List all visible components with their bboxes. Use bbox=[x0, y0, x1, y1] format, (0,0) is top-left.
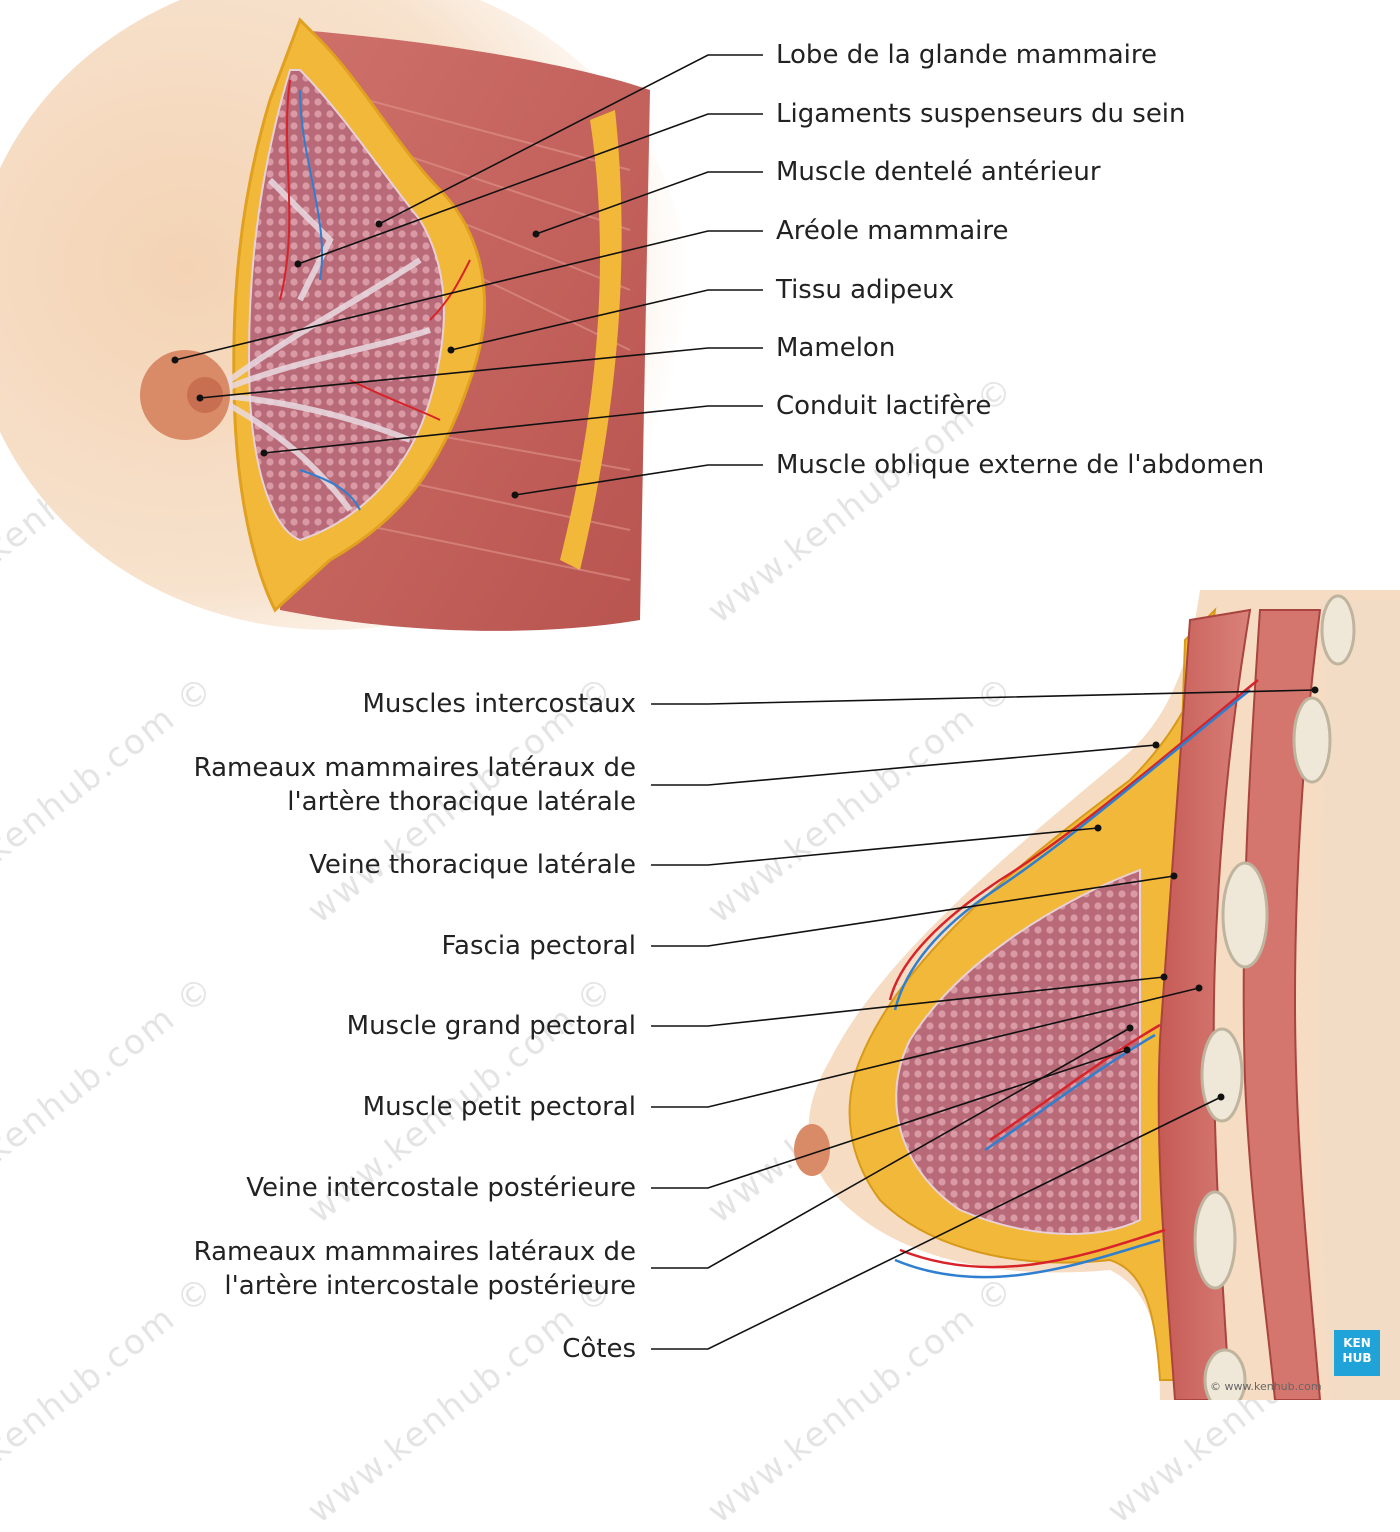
sagittal-breast-view bbox=[794, 590, 1400, 1400]
veins-top bbox=[299, 89, 361, 511]
label-lateral-thoracic-vein: Veine thoracique latérale bbox=[309, 850, 636, 880]
leader-dots bbox=[171, 220, 1319, 1101]
leader-lines bbox=[174, 54, 1316, 1350]
vessels-sagittal bbox=[888, 679, 1259, 1279]
label-external-oblique: Muscle oblique externe de l'abdomen bbox=[776, 450, 1265, 480]
label-suspensory-ligaments: Ligaments suspenseurs du sein bbox=[776, 99, 1186, 129]
arteries-top bbox=[279, 79, 471, 421]
chest-wall bbox=[1317, 600, 1400, 1400]
label-areola: Aréole mammaire bbox=[776, 216, 1009, 246]
ribs bbox=[1193, 594, 1356, 1400]
label-adipose-tissue: Tissu adipeux bbox=[776, 275, 955, 305]
label-serratus-anterior: Muscle dentelé antérieur bbox=[776, 157, 1101, 187]
nipple-sagittal bbox=[794, 1124, 830, 1176]
logo-url: © www.kenhub.com bbox=[1210, 1380, 1322, 1393]
logo-line: KEN bbox=[1343, 1336, 1371, 1350]
label-pectoral-fascia: Fascia pectoral bbox=[441, 931, 636, 961]
label-posterior-intercostal-vein: Veine intercostale postérieure bbox=[246, 1173, 636, 1203]
label-line: Rameaux mammaires latéraux de bbox=[193, 1237, 636, 1267]
pectoralis-major-sagittal bbox=[1157, 608, 1252, 1400]
logo-line: HUB bbox=[1342, 1351, 1372, 1365]
suspensory-ligaments bbox=[208, 177, 431, 512]
label-gland-lobe: Lobe de la glande mammaire bbox=[776, 40, 1157, 70]
label-line: l'artère thoracique latérale bbox=[287, 787, 636, 817]
areola bbox=[140, 350, 230, 440]
label-ribs: Côtes bbox=[562, 1334, 636, 1364]
anatomy-illustration bbox=[0, 0, 1400, 1400]
label-intercostal-muscles: Muscles intercostaux bbox=[362, 689, 636, 719]
label-pectoralis-minor: Muscle petit pectoral bbox=[362, 1092, 636, 1122]
label-lactiferous-duct: Conduit lactifère bbox=[776, 391, 992, 421]
label-pectoralis-major: Muscle grand pectoral bbox=[346, 1011, 636, 1041]
label-lateral-mammary-intercostal: Rameaux mammaires latéraux de l'artère i… bbox=[194, 1235, 636, 1303]
label-line: l'artère intercostale postérieure bbox=[224, 1271, 636, 1301]
midaxillary-fat-band bbox=[560, 110, 622, 570]
anterior-breast-view bbox=[0, 0, 690, 631]
label-line: Rameaux mammaires latéraux de bbox=[193, 753, 636, 783]
nipple bbox=[187, 377, 223, 413]
gland-sagittal bbox=[895, 868, 1141, 1235]
label-lateral-mammary-thoracic: Rameaux mammaires latéraux de l'artère t… bbox=[194, 751, 636, 819]
kenhub-logo: KEN HUB bbox=[1334, 1330, 1380, 1376]
label-nipple: Mamelon bbox=[776, 333, 896, 363]
